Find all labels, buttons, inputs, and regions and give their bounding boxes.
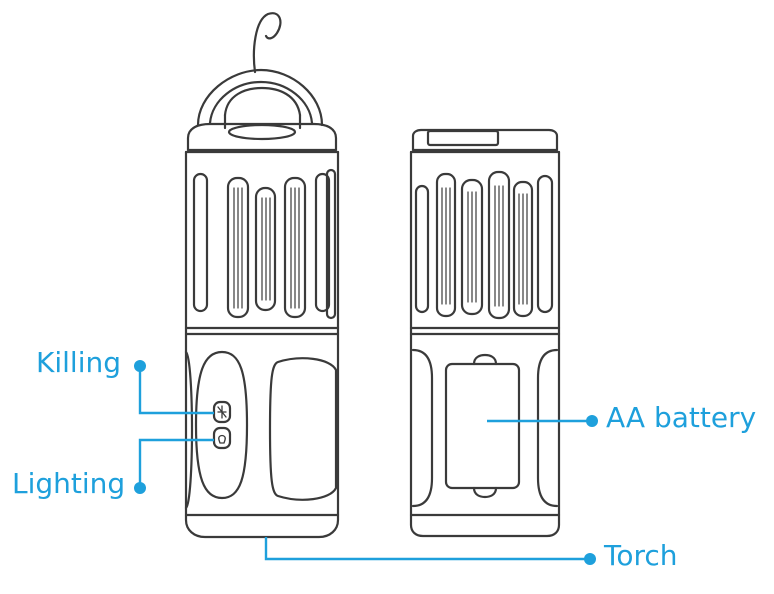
lamp-mesh [233, 187, 300, 309]
killing-label: Killing [36, 346, 121, 379]
callout-dots [134, 360, 598, 565]
killing-leader [138, 366, 214, 415]
lighting-button[interactable] [212, 426, 232, 450]
button-panel [194, 350, 249, 500]
lamp-top-cap [186, 122, 338, 152]
lamp-handle [196, 68, 324, 127]
lamp-grille [192, 168, 337, 320]
lamp-body [409, 150, 561, 538]
lamp-side-grip [268, 357, 338, 501]
torch-leader [264, 537, 590, 561]
battery-cover [444, 362, 521, 490]
lamp-latch [426, 129, 500, 147]
callout-leaders [138, 366, 592, 561]
hook-icon [252, 12, 282, 74]
lighting-leader [138, 438, 214, 488]
battery-dot [586, 415, 598, 427]
lamp-front-view [184, 12, 340, 539]
torch-dot [584, 553, 596, 565]
lamp-grille [414, 170, 554, 320]
lighting-dot [134, 482, 146, 494]
lamp-top-cap [411, 128, 559, 152]
aa-battery-label: AA battery [606, 401, 757, 434]
mosquito-icon [217, 405, 227, 419]
bulb-icon [218, 434, 226, 444]
lamp-body [184, 150, 340, 539]
lighting-label: Lighting [12, 467, 126, 500]
killing-button[interactable] [212, 400, 232, 424]
lamp-back-view [409, 128, 561, 538]
lamp-mesh [441, 185, 528, 307]
killing-dot [134, 360, 146, 372]
torch-label: Torch [604, 539, 678, 572]
